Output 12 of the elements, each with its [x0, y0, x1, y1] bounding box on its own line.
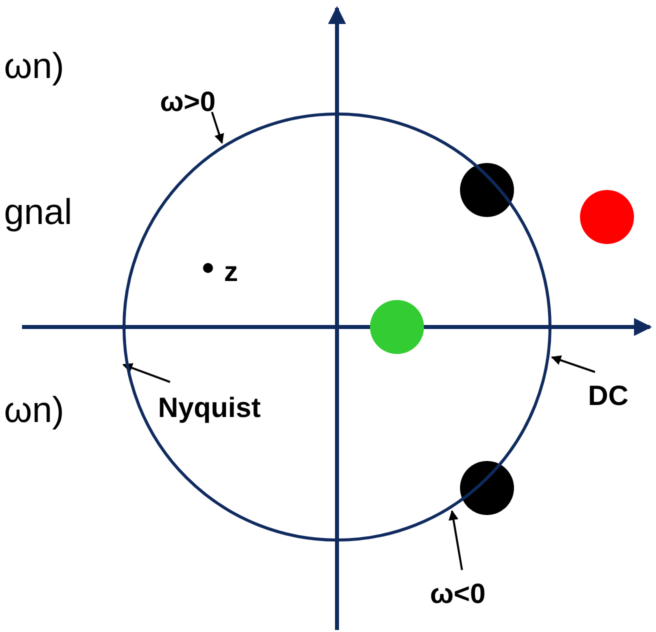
leader-line — [550, 355, 596, 373]
leader-line — [211, 112, 224, 144]
annotation-text: ω<0 — [430, 580, 486, 608]
annotation-text: DC — [588, 382, 628, 410]
point-label: z — [224, 258, 238, 286]
annotation-text: ω>0 — [160, 88, 216, 116]
partial-text: gnal — [4, 194, 72, 230]
partial-text: ωn) — [4, 48, 64, 84]
annotation-text: Nyquist — [158, 394, 261, 422]
leader-line — [122, 363, 170, 383]
partial-text: ωn) — [4, 392, 64, 428]
leader-line — [448, 510, 463, 570]
